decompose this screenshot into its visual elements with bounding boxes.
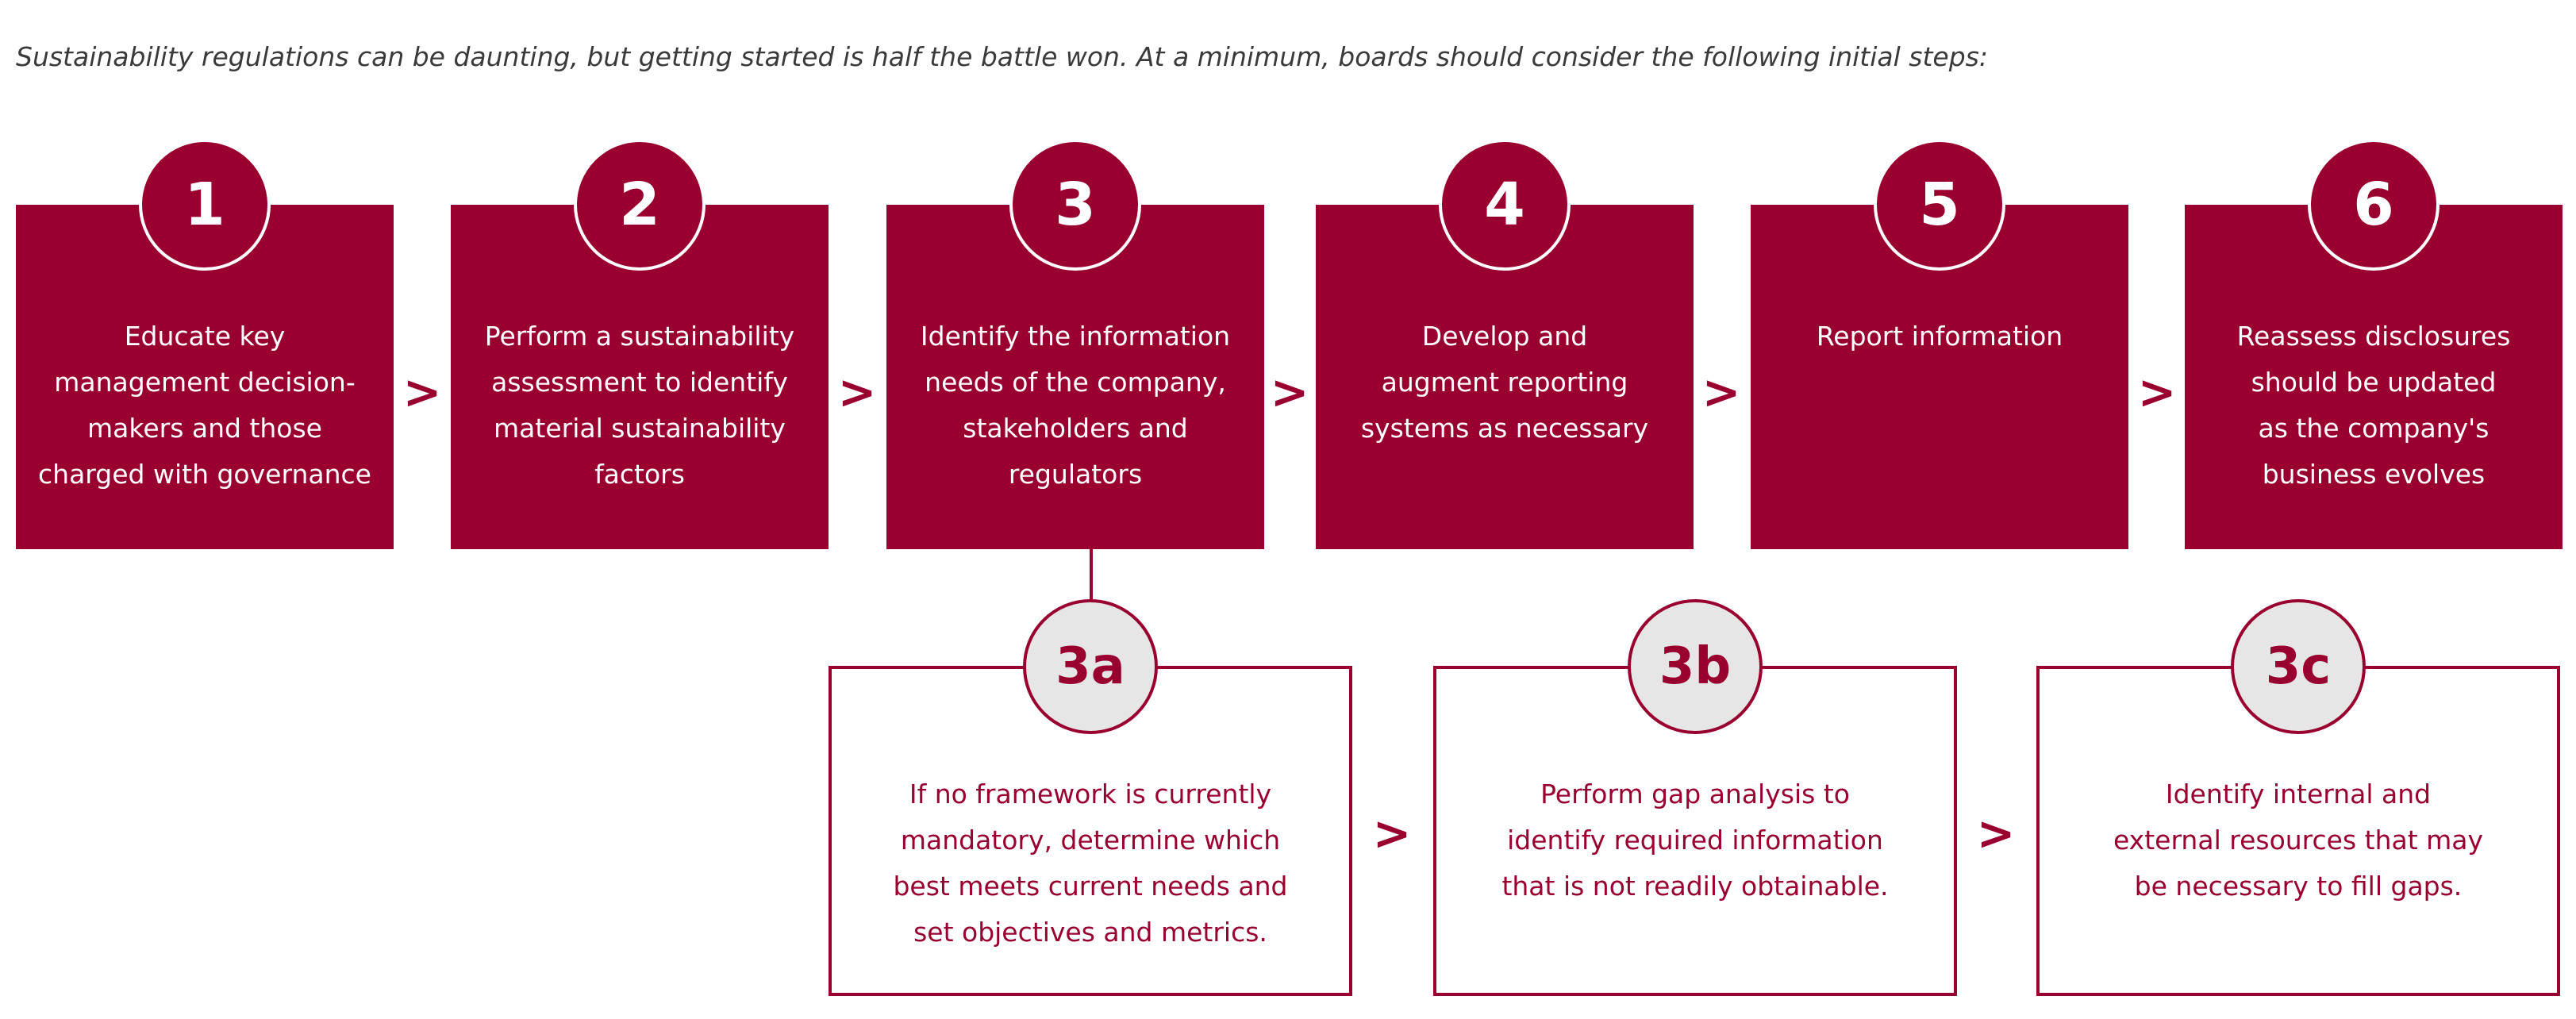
step-6-text: Reassess disclosures should be updated a… xyxy=(2207,313,2540,498)
substep-3c-box xyxy=(2036,666,2560,996)
step-2-line-1: Perform a sustainability xyxy=(484,321,795,352)
substep-3c-line-1: Identify internal and xyxy=(2165,779,2432,809)
step-1-line-2: management decision- xyxy=(54,367,356,398)
substep-3b-line-2: identify required information xyxy=(1507,825,1883,856)
substep-3c-line-2: external resources that may xyxy=(2113,825,2484,856)
substep-3a-line-3: best meets current needs and xyxy=(893,871,1288,902)
substep-3a-line-2: mandatory, determine which xyxy=(900,825,1281,856)
substep-3c-line-3: be necessary to fill gaps. xyxy=(2134,871,2463,902)
step-2-line-4: factors xyxy=(594,459,685,490)
step-6-line-4: business evolves xyxy=(2262,459,2486,490)
step-5-text: Report information xyxy=(1773,313,2106,360)
step-3-line-1: Identify the information xyxy=(920,321,1231,352)
arrow-4-5: > xyxy=(1701,365,1741,419)
substep-3c-number: 3c xyxy=(2231,599,2366,734)
substep-3a-line-4: set objectives and metrics. xyxy=(913,917,1267,948)
step-5-number: 5 xyxy=(1874,139,2005,271)
step-3-number: 3 xyxy=(1009,139,1141,271)
step-3-line-2: needs of the company, xyxy=(925,367,1226,398)
substep-3b-line-3: that is not readily obtainable. xyxy=(1501,871,1889,902)
arrow-1-2: > xyxy=(402,365,442,419)
step-4-text: Develop and augment reporting systems as… xyxy=(1338,313,1671,452)
step-4-line-3: systems as necessary xyxy=(1360,413,1649,444)
step-1-line-1: Educate key xyxy=(124,321,286,352)
substep-3a-number: 3a xyxy=(1023,599,1158,734)
step-2-text: Perform a sustainability assessment to i… xyxy=(473,313,806,498)
intro-text: Sustainability regulations can be daunti… xyxy=(16,41,1988,72)
step-2-line-2: assessment to identify xyxy=(491,367,788,398)
step-4-number: 4 xyxy=(1439,139,1571,271)
step-2-line-3: material sustainability xyxy=(494,413,786,444)
substep-3b-text: Perform gap analysis to identify require… xyxy=(1457,771,1933,909)
arrow-2-3: > xyxy=(837,365,877,419)
substep-3c-text: Identify internal and external resources… xyxy=(2060,771,2536,909)
step-3-line-3: stakeholders and xyxy=(963,413,1188,444)
step-6-line-2: should be updated xyxy=(2251,367,2497,398)
arrow-3-4: > xyxy=(1270,365,1309,419)
step-1-line-3: makers and those xyxy=(87,413,322,444)
step-2-number: 2 xyxy=(574,139,706,271)
step-3-text: Identify the information needs of the co… xyxy=(909,313,1242,498)
substep-3b-number: 3b xyxy=(1628,599,1763,734)
step-3-line-4: regulators xyxy=(1008,459,1143,490)
step-5-line-1: Report information xyxy=(1816,321,2063,352)
arrow-3a-3b: > xyxy=(1372,806,1412,860)
step-6-line-1: Reassess disclosures xyxy=(2236,321,2511,352)
step-6-number: 6 xyxy=(2308,139,2440,271)
step-4-line-1: Develop and xyxy=(1421,321,1588,352)
arrow-5-6: > xyxy=(2137,365,2177,419)
step-4-line-2: augment reporting xyxy=(1381,367,1628,398)
step-1-line-4: charged with governance xyxy=(38,459,371,490)
arrow-3b-3c: > xyxy=(1976,806,2016,860)
step-1-text: Educate key management decision- makers … xyxy=(38,313,371,498)
substep-3a-line-1: If no framework is currently xyxy=(909,779,1272,809)
substep-3b-line-1: Perform gap analysis to xyxy=(1540,779,1850,809)
step-6-line-3: as the company's xyxy=(2258,413,2489,444)
step-1-number: 1 xyxy=(139,139,271,271)
step-3-connector-line xyxy=(1090,549,1093,602)
substep-3a-text: If no framework is currently mandatory, … xyxy=(852,771,1328,956)
